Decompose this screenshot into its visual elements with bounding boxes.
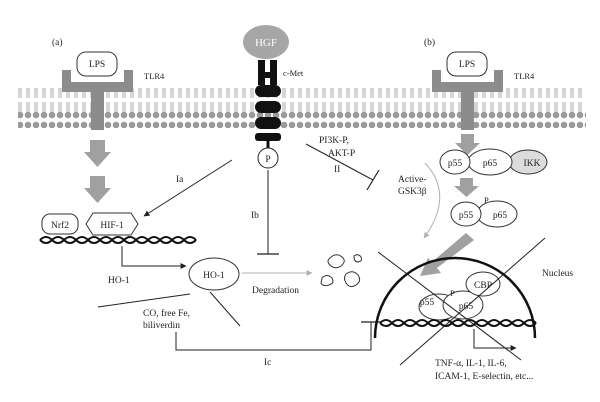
p55-label-nucleus: p55 [420,298,435,308]
cbp-label: CBP [474,281,492,291]
tlr4-receptor-left [62,51,133,130]
c-met-receptor [255,60,281,148]
tlr4-receptor-right [432,51,503,130]
phospho-label-nucleus: P [450,288,455,298]
ikk-label: IKK [524,159,541,169]
lps-label-left: LPS [89,60,105,70]
panel-a-label: (a) [52,37,63,48]
co-label-line1: CO, free Fe, [143,308,190,319]
inhibition-cross-line-1 [377,251,522,361]
ho1-gene-label: HO-1 [108,276,130,286]
akt-label: AKT-P [328,149,355,159]
phospho-label-mid: P [484,195,489,205]
tlr4-signal-arrow-right [455,134,480,155]
panel-b-label: (b) [424,37,435,48]
c-met-label: c-Met [283,68,304,78]
p55-label-top: p55 [448,159,463,169]
phospho-circle [257,147,279,169]
gsk3b-label-line1: Active- [398,175,427,185]
hif1-hexagon [85,212,139,236]
p65-label-top: p65 [483,159,498,169]
cbp-oval [465,271,501,297]
co-branch-line [97,293,191,308]
cell-membrane [18,88,586,128]
pathway-ic-line [175,322,372,351]
pi3k-label: PI3K-P, [319,136,349,146]
nuclear-envelope [373,256,537,339]
p55-oval-mid [450,201,482,227]
pathway-ii-bar [366,169,380,191]
genes-label-line2: ICAM-1, E-selectin, etc... [435,372,533,382]
p65-label-mid: p65 [493,211,508,221]
nucleus-label: Nucleus [542,269,573,279]
pathway-ia-label: Ia [176,175,184,185]
genes-label-line1: TNF-α, IL-1, IL-6, [435,359,507,369]
ho1-protein-label: HO-1 [203,271,225,281]
inhibition-cross-line-2 [399,237,546,366]
hgf-ligand [243,25,289,59]
p65-oval-nucleus [442,290,484,320]
co-label-line2: biliverdin [143,321,180,331]
phospho-label: P [265,155,270,165]
degradation-label: Degradation [252,286,299,296]
ho1-protein [188,257,240,291]
gsk3b-curved-arrow [423,162,441,239]
degraded-fragments [320,254,363,288]
hif1-label: HIF-1 [100,221,123,231]
dna-strand-left [39,236,197,244]
cytokine-transcription-arrow [473,329,517,351]
tlr4-label-left: TLR4 [144,71,165,81]
tlr4-signal-arrows-left [84,140,111,203]
ho1-transcription-arrow [121,246,187,269]
nrf2-label: Nrf2 [51,220,69,231]
p55-label-mid: p55 [459,211,474,221]
nuclear-translocation-arrow [420,233,474,276]
pathway-ii-line [305,143,374,181]
co-branch-line-2 [209,291,241,327]
tlr4-label-right: TLR4 [514,71,535,81]
pathway-ic-label: Ic [264,358,271,368]
p55-oval-top [439,149,471,175]
nrf2-box [41,213,79,235]
hgf-label: HGF [255,37,277,49]
lps-label-right: LPS [459,60,475,70]
pathway-ib-label: Ib [251,211,259,221]
gsk3b-label-line2: GSK3β [398,187,427,197]
ikk-activation-arrow [454,178,479,197]
pathway-ia-arrow [143,159,233,217]
dna-strand-right [379,319,537,327]
pathway-ii-label: II [334,165,340,175]
